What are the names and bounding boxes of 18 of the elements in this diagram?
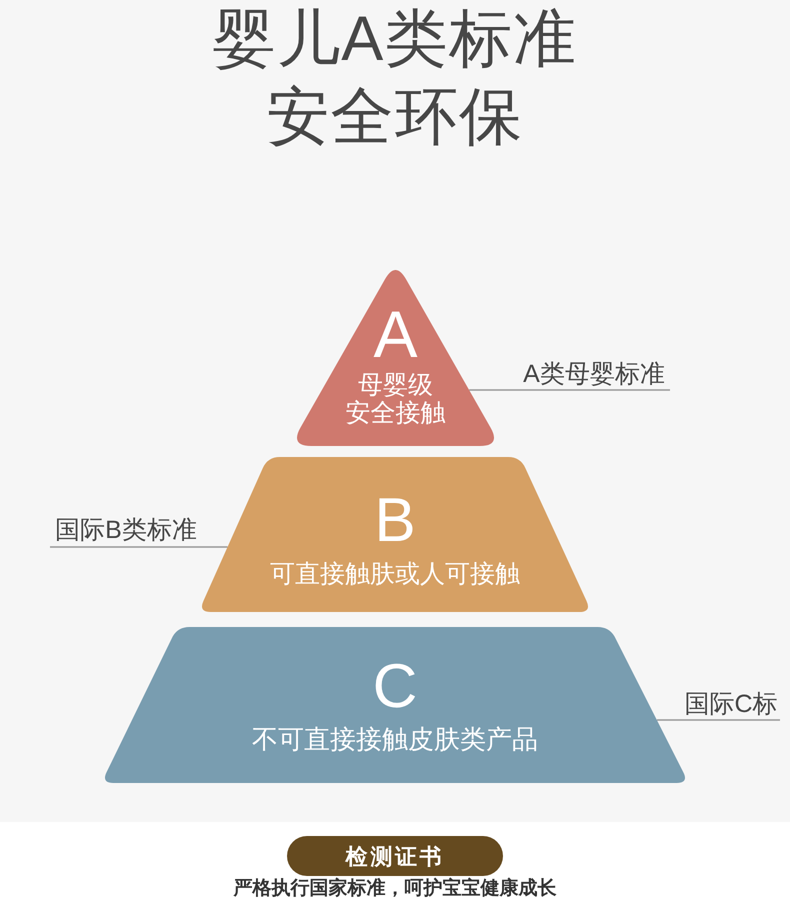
tagline: 严格执行国家标准，呵护宝宝健康成长 — [232, 879, 558, 899]
standard-label: A类母婴标准 — [518, 358, 670, 390]
pyramid-tier-trapezoid — [105, 627, 685, 783]
tier-description: 可直接触肤或人可接触 — [270, 559, 520, 589]
leader-line — [50, 546, 228, 548]
pyramid-top-triangle — [297, 270, 494, 446]
tier-letter: A — [373, 308, 418, 360]
tier-letter: C — [372, 656, 418, 718]
tier-description: 母婴级安全接触 — [346, 371, 446, 427]
section-title-pill: 检测证书 — [287, 836, 503, 876]
tier-letter: B — [374, 490, 416, 552]
standard-label: 国际C标 — [682, 688, 780, 720]
tier-description: 不可直接接触皮肤类产品 — [252, 723, 538, 755]
title: 婴儿A类标准安全环保 — [212, 3, 578, 154]
pyramid-tier-trapezoid — [202, 457, 588, 612]
leader-line — [656, 719, 780, 721]
standard-label: 国际B类标准 — [50, 513, 202, 547]
leader-line — [469, 389, 670, 391]
